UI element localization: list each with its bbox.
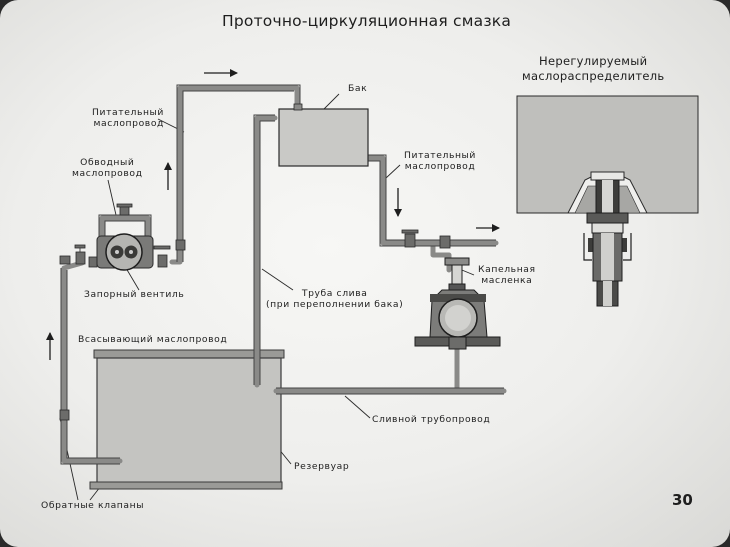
reservoir: [89, 349, 285, 490]
flow-arrows: [46, 69, 500, 360]
valves: [59, 203, 451, 421]
distributor-title: Нерегулируемый маслораспределитель: [522, 54, 665, 83]
drip-oiler-label: Капельная масленка: [478, 264, 536, 286]
drain-pipe-label: Труба слива (при переполнении бака): [266, 288, 404, 310]
pump: [96, 233, 154, 271]
slide-title: Проточно-циркуляционная смазка: [222, 12, 512, 30]
tank-label: Бак: [348, 83, 368, 94]
page-number: 30: [672, 491, 693, 509]
shutoff-valve-label: Запорный вентиль: [84, 289, 185, 300]
check-valves-label: Обратные клапаны: [41, 500, 145, 511]
feed-line-2-label: Питательный маслопровод: [404, 150, 476, 172]
drip-oiler: [414, 257, 501, 350]
feed-line-1-label: Питательный маслопровод: [92, 107, 164, 129]
suction-line-label: Всасывающий маслопровод: [78, 334, 228, 345]
upper-tank: [278, 103, 369, 167]
drain-line-label: Сливной трубопровод: [372, 414, 491, 425]
bypass-line-label: Обводный маслопровод: [72, 157, 143, 179]
reservoir-label: Резервуар: [294, 461, 350, 472]
distributor-detail: [516, 95, 699, 307]
